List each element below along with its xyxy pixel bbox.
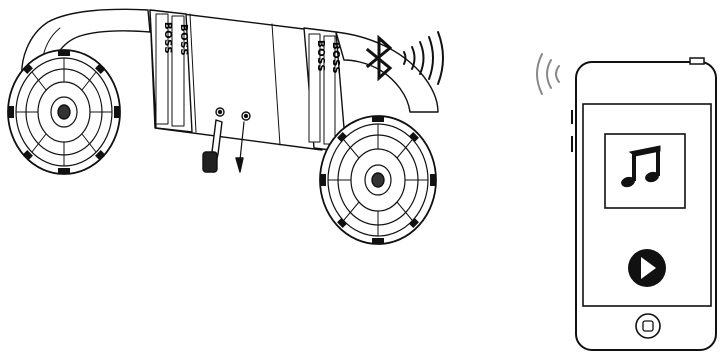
home-button[interactable] [636,314,660,338]
right-speaker-pod [320,116,436,244]
left-band-logo: BOSS [162,22,173,54]
left-brand-band: BOSS BOSS [150,10,192,132]
play-button[interactable] [628,249,666,287]
right-band-logo: BOSS [315,40,326,72]
left-band-logo-inner: BOSS [178,24,189,56]
album-art [605,134,685,208]
right-band-logo-inner: BOSS [330,42,341,74]
tube-speaker-system: BOSS BOSS BOSS BOSS [8,9,438,244]
smartphone [572,58,716,350]
left-speaker-pod [8,50,120,174]
phone-signal-icon [537,54,559,94]
